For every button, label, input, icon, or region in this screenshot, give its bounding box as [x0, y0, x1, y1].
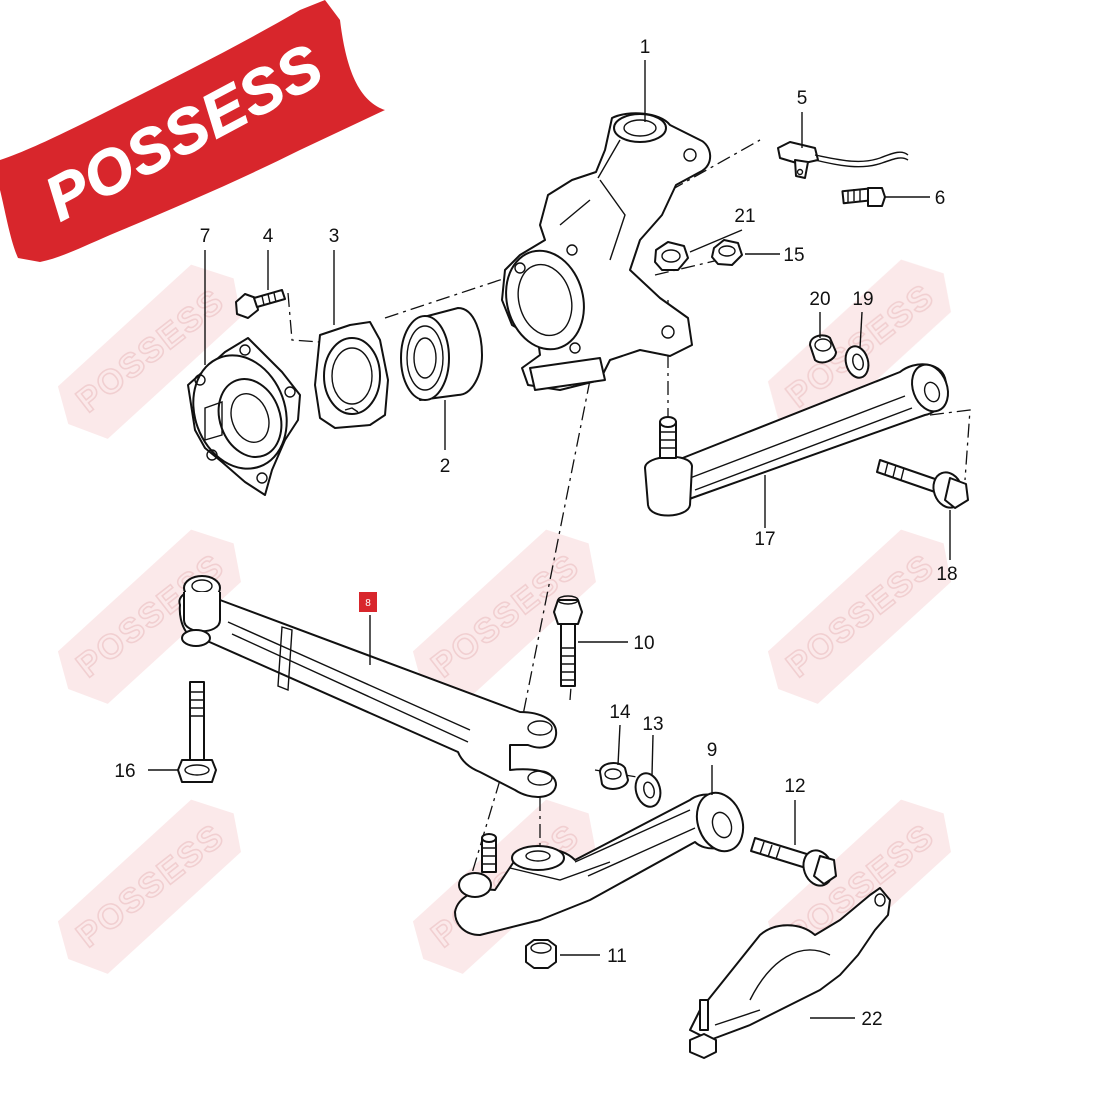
callout-22: 22 [861, 1009, 882, 1030]
lower-control-arm-9 [454, 791, 745, 936]
sensor-bolt-6 [841, 187, 886, 207]
callout-5: 5 [797, 88, 808, 109]
wheel-bearing-2 [400, 307, 483, 401]
bolt-10 [553, 595, 583, 687]
callout-numbers: 1 5 6 21 15 7 4 3 2 20 19 17 18 10 16 14… [114, 37, 957, 1030]
hub-bolt-4 [235, 289, 286, 319]
callout-17: 17 [754, 529, 775, 550]
callout-13: 13 [642, 714, 663, 735]
callout-1: 1 [640, 37, 651, 58]
bolt-16 [177, 681, 217, 783]
leader-lines [148, 60, 951, 1019]
callout-4: 4 [263, 226, 274, 247]
abs-sensor-5 [777, 141, 909, 179]
control-arm-17 [644, 363, 949, 517]
highlight-label-8: 8 [359, 592, 377, 612]
nut-11 [525, 939, 557, 969]
callout-11: 11 [607, 946, 627, 967]
watermark: POSSESS [767, 529, 951, 704]
callout-19: 19 [852, 289, 873, 310]
callout-20: 20 [809, 289, 830, 310]
bolt-18 [876, 459, 969, 509]
washer-19 [844, 345, 870, 379]
callout-9: 9 [707, 740, 718, 761]
callout-15: 15 [783, 245, 804, 266]
callout-12: 12 [784, 776, 805, 797]
callout-14: 14 [609, 702, 631, 723]
watermark: POSSESS [57, 799, 241, 974]
possess-logo: POSSESS [0, 0, 385, 262]
callout-7: 7 [200, 226, 211, 247]
bolt-12 [750, 837, 837, 887]
dust-cover-3 [314, 321, 389, 429]
callout-18: 18 [936, 564, 957, 585]
highlight-label-text: 8 [365, 598, 371, 609]
callout-3: 3 [329, 226, 340, 247]
logo-banner [0, 0, 385, 262]
bush-nut-14 [599, 762, 629, 790]
trailing-arm-8 [178, 575, 558, 798]
nut-21 [654, 241, 689, 271]
wheel-hub-7 [187, 337, 301, 496]
washer-13 [634, 772, 662, 808]
callout-6: 6 [935, 188, 946, 209]
bracket-22 [689, 887, 891, 1059]
callout-16: 16 [114, 761, 135, 782]
nut-15 [711, 239, 743, 266]
steering-knuckle-1 [501, 112, 712, 391]
callout-10: 10 [633, 633, 654, 654]
callout-2: 2 [440, 456, 451, 477]
bush-nut-20 [809, 334, 837, 364]
callout-21: 21 [734, 206, 755, 227]
